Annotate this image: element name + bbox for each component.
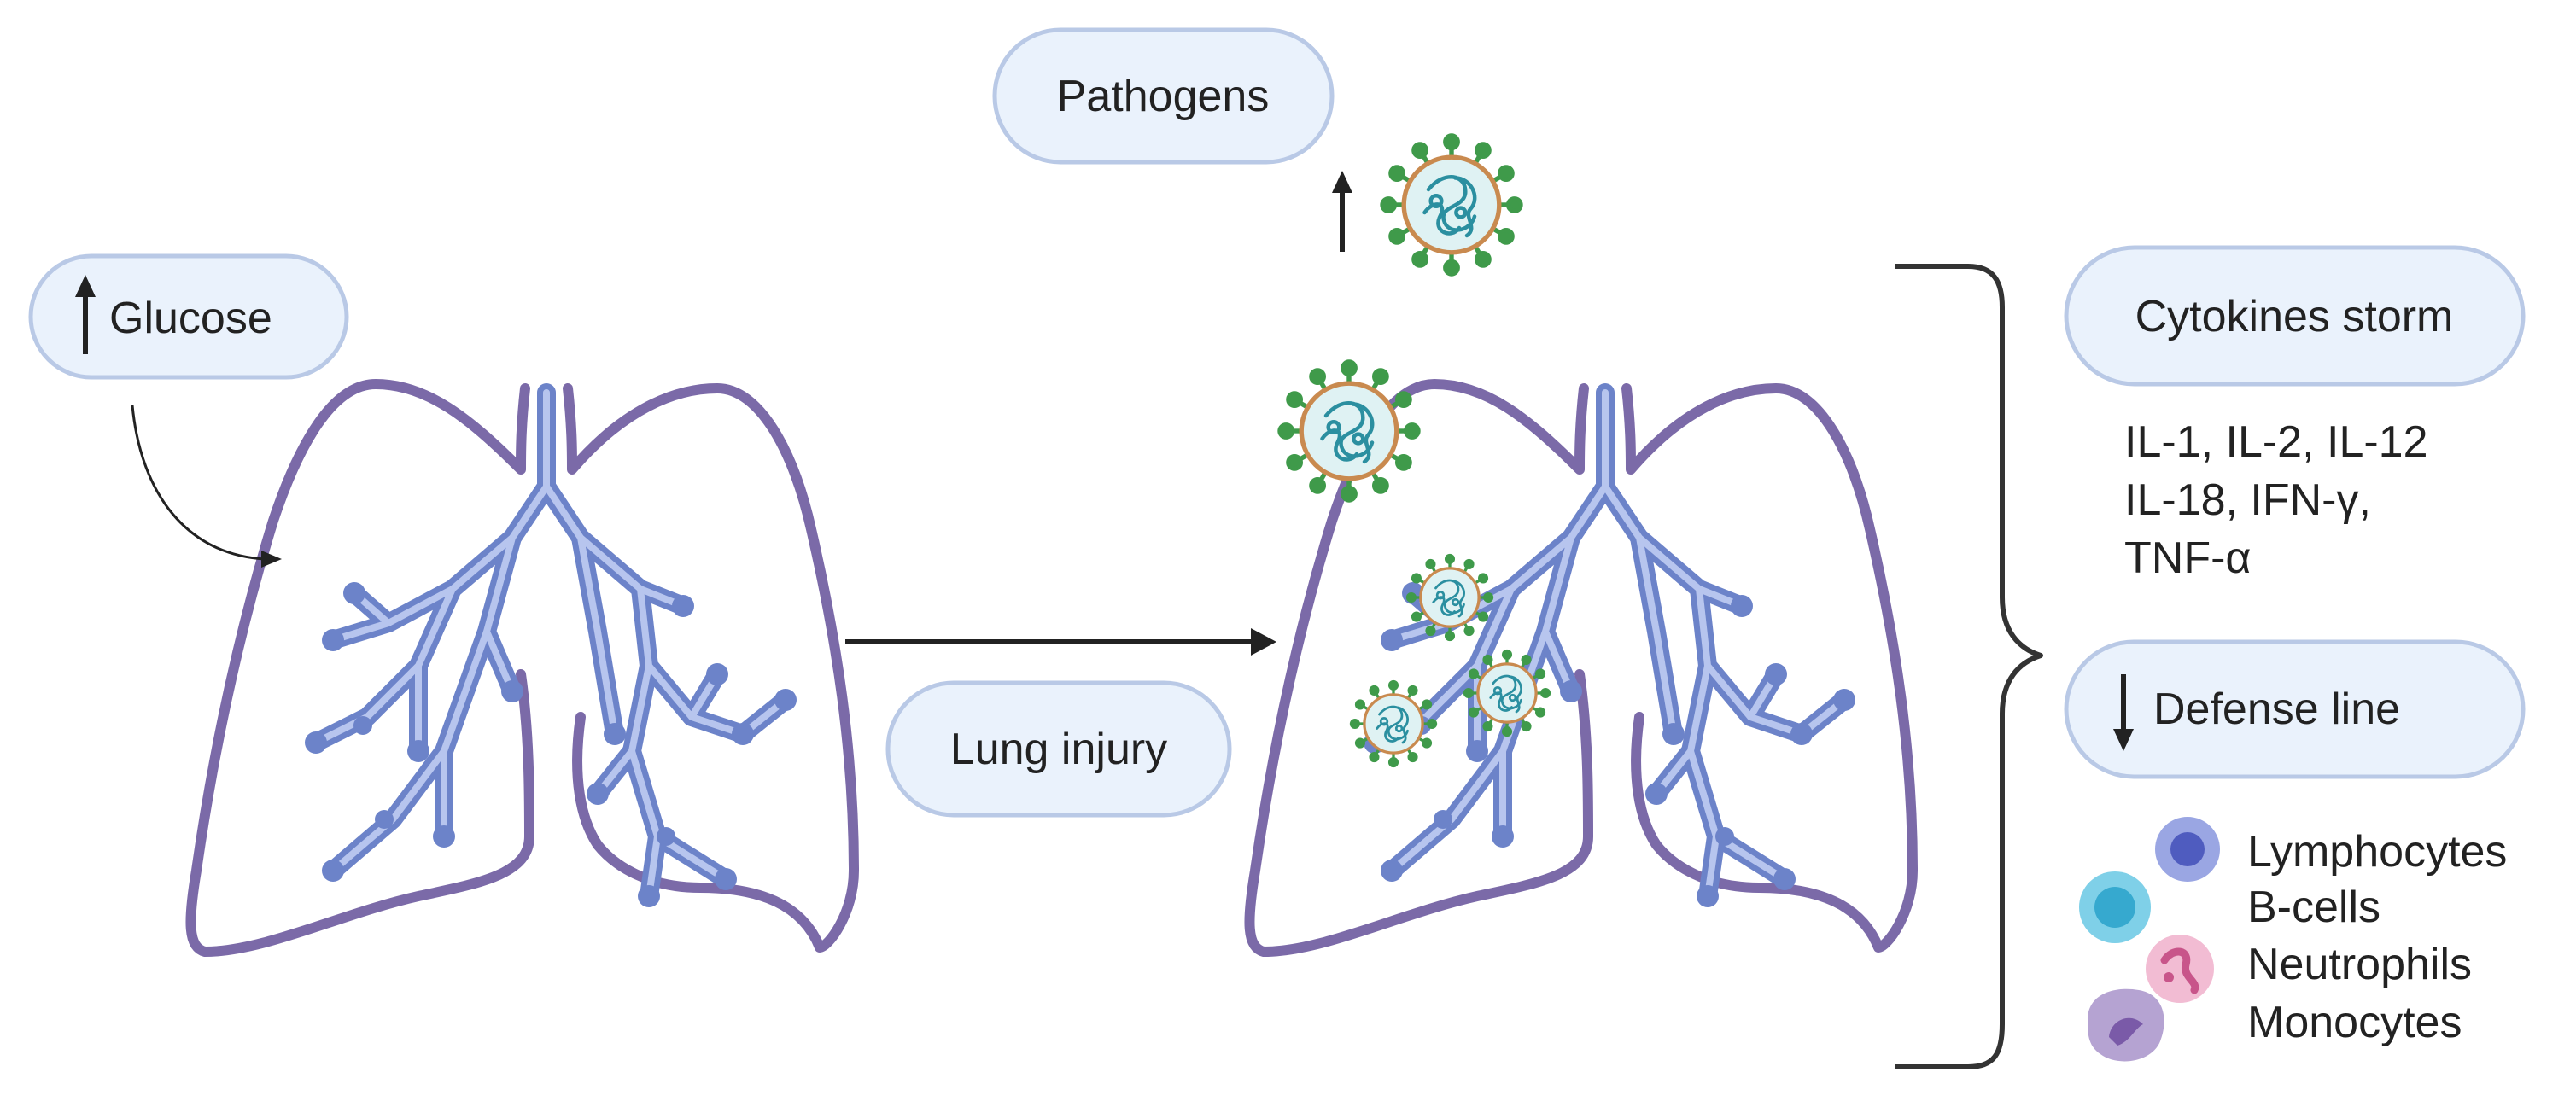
lung-injury-label-box: Lung injury bbox=[885, 680, 1232, 818]
virus-icon bbox=[1382, 136, 1521, 274]
monocyte-icon bbox=[2088, 988, 2164, 1062]
pathogens-label: Pathogens bbox=[1057, 72, 1270, 121]
cytokine-list: IL-1, IL-2, IL-12 IL-18, IFN-γ, TNF-α bbox=[2124, 417, 2428, 583]
glucose-label-box: Glucose bbox=[28, 253, 349, 380]
curved-arrow-icon bbox=[131, 405, 282, 568]
cell-legend: Lymphocytes B-cells Neutrophils Monocyte… bbox=[2247, 827, 2507, 1047]
cell-name-monocytes: Monocytes bbox=[2247, 998, 2462, 1047]
cell-name-neutrophils: Neutrophils bbox=[2247, 940, 2472, 989]
up-arrow-icon bbox=[1332, 171, 1352, 252]
cytokine-line: TNF-α bbox=[2124, 533, 2251, 583]
cytokines-storm-label-box: Cytokines storm bbox=[2064, 245, 2526, 387]
b-cell-icon bbox=[2079, 871, 2151, 943]
cell-name-lymphocytes: Lymphocytes bbox=[2247, 827, 2507, 877]
defense-line-label-box: Defense line bbox=[2064, 639, 2526, 779]
cell-name-b-cells: B-cells bbox=[2247, 883, 2380, 932]
glucose-label: Glucose bbox=[109, 294, 272, 343]
cytokine-line: IL-18, IFN-γ, bbox=[2124, 475, 2371, 525]
lymphocyte-icon bbox=[2155, 817, 2220, 882]
cytokine-line: IL-1, IL-2, IL-12 bbox=[2124, 417, 2428, 467]
up-arrow-icon bbox=[75, 275, 96, 297]
lung-injury-label: Lung injury bbox=[950, 725, 1167, 774]
curly-brace bbox=[1895, 264, 2043, 1069]
healthy-lungs-icon bbox=[190, 384, 854, 952]
pathogens-label-box: Pathogens bbox=[992, 27, 1335, 165]
right-arrow-icon bbox=[845, 628, 1276, 656]
down-arrow-icon bbox=[2113, 729, 2134, 751]
virus-icon bbox=[1280, 362, 1418, 500]
defense-line-label: Defense line bbox=[2153, 685, 2400, 734]
neutrophil-icon bbox=[2146, 935, 2214, 1003]
virus-icon bbox=[1349, 679, 1438, 768]
cytokines-storm-label: Cytokines storm bbox=[2135, 292, 2454, 341]
